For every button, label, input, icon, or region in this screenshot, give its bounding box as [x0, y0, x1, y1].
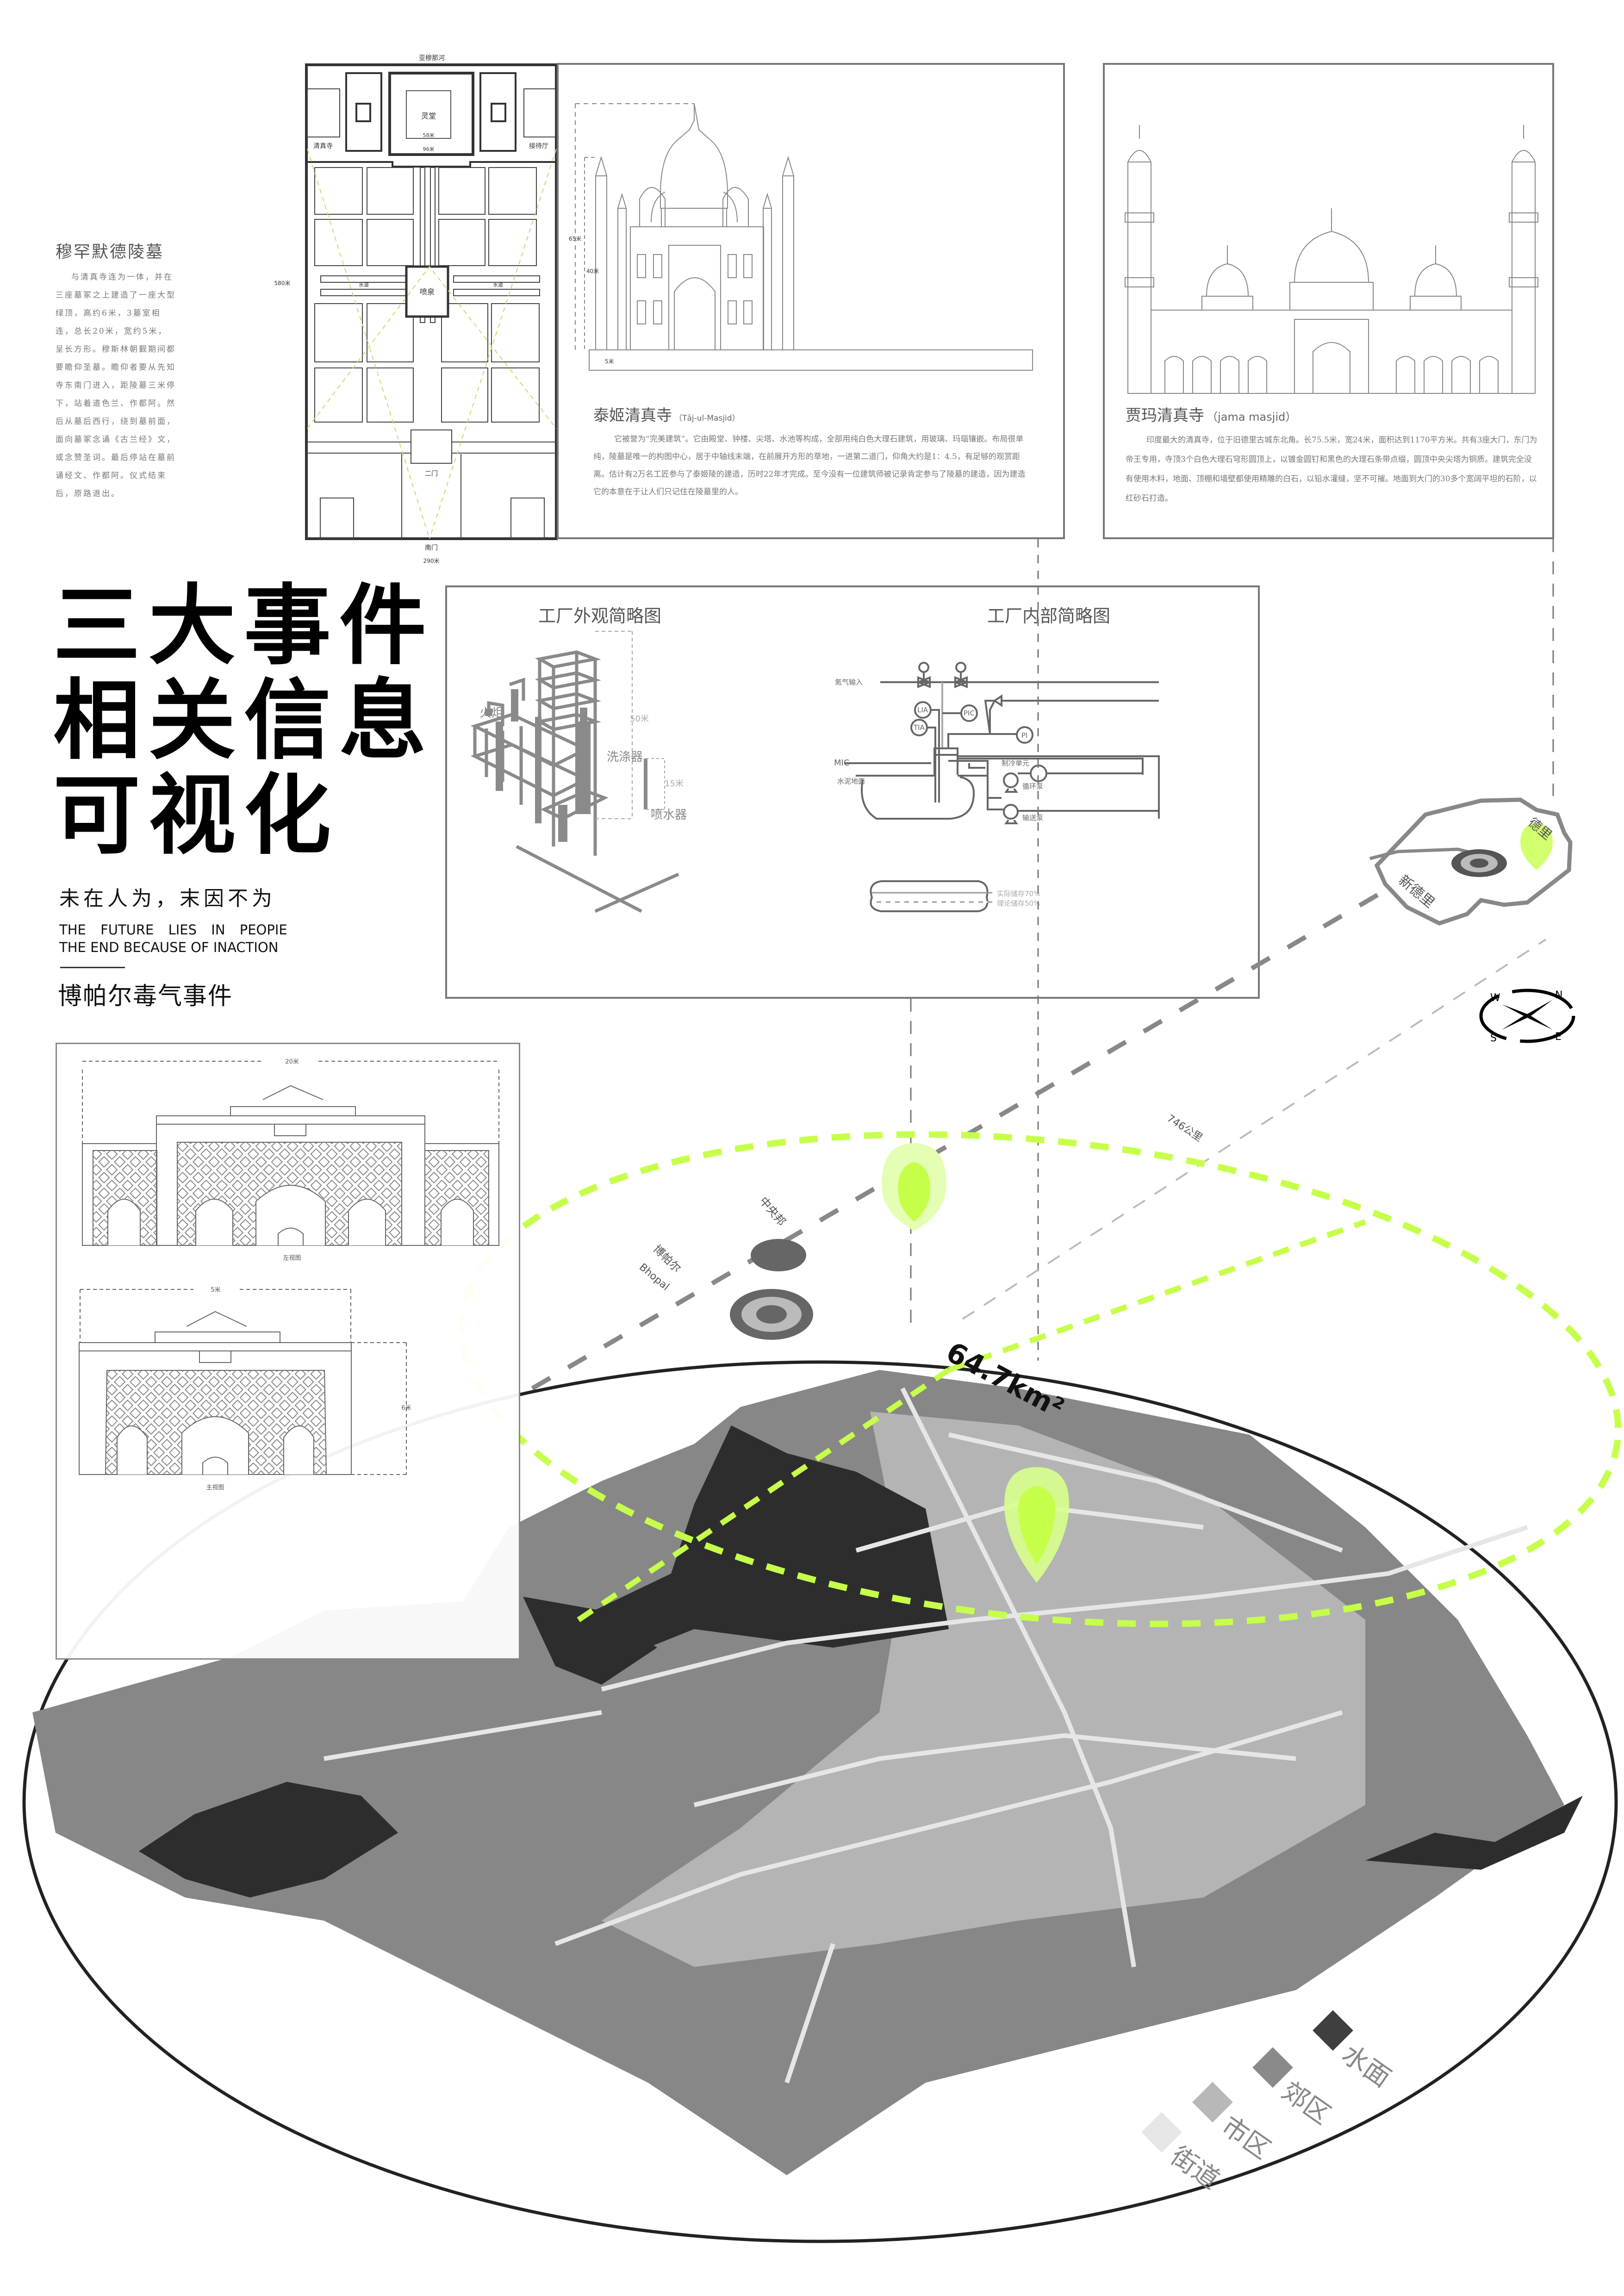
jama-subtitle: （jama masjid）: [1207, 411, 1297, 423]
sprinkler-height: 15米: [665, 779, 684, 789]
slogan-en-line-1: THE FUTURE LIES IN PEOPIE: [59, 922, 287, 938]
front-height-dim: 6米: [401, 1405, 411, 1412]
nitrogen-input-label: 氮气输入: [835, 678, 863, 686]
refrigeration-label: 制冷单元: [1002, 759, 1029, 767]
ground-label: 水泥地面: [837, 777, 865, 785]
transfer-pump-label: 输送泵: [1022, 814, 1043, 822]
taj-elevation-drawing: 65米 40米 5米: [569, 103, 1033, 371]
taj-heading: 泰姬清真寺 （Tāj-ul-Masjid）: [593, 403, 740, 425]
jama-body: 印度最大的清真寺，位于旧德里古城东北角。长75.5米，宽24米，面积达到1170…: [1126, 436, 1537, 503]
jama-elevation-drawing: [1125, 125, 1538, 394]
mausoleum-elevations: 20米 左视图 5米 6米 主视图: [79, 1058, 499, 1491]
second-gate-label: 二门: [425, 470, 438, 478]
site-plan-drawing: 亚穆那河 灵堂 58米 96米 清真寺 接待厅: [274, 55, 558, 564]
compass-n: N: [1555, 989, 1562, 1001]
event-title: 博帕尔毒气事件: [58, 983, 233, 1010]
compass-s: S: [1490, 1033, 1497, 1044]
actual-storage-label: 实际储存70%: [997, 890, 1040, 898]
route-bhopal-delhi: [531, 886, 1390, 1391]
central-state-marker: [751, 1239, 806, 1271]
map-pin-bhopal[interactable]: [1004, 1467, 1069, 1583]
circulation-pump-label: 循环泵: [1022, 782, 1043, 790]
compass-rose-icon: [1502, 1000, 1553, 1030]
central-state-label: 中央邦: [757, 1195, 788, 1228]
jama-panel: 贾玛清真寺 （jama masjid） 印度最大的清真寺，位于旧德里古城东北角。…: [1103, 63, 1554, 539]
mosque-label: 清真寺: [313, 143, 333, 150]
taj-subtitle: （Tāj-ul-Masjid）: [674, 414, 740, 423]
pi-label: PI: [1021, 731, 1027, 740]
hall-inner-dim: 58米: [423, 132, 435, 138]
front-width-dim: 5米: [211, 1287, 220, 1294]
compass: N E S W: [1479, 989, 1575, 1044]
taj-minaret-height: 40米: [586, 268, 599, 274]
factory-drawings: 工厂外观简略图 工厂内部简略图 火炬 洗涤器 喷水器 50米 15米: [470, 606, 1160, 913]
waterway-left-label: 水道: [359, 281, 369, 288]
map-pin-delhi: [1520, 824, 1553, 870]
mic-label: MIC: [834, 758, 849, 768]
exterior-title: 工厂外观简略图: [538, 606, 661, 626]
mausoleum-drawing-panel: 20米 左视图 5米 6米 主视图: [56, 1043, 520, 1660]
taj-total-height: 65米: [569, 236, 581, 242]
slogan-en: THE FUTURE LIES IN PEOPIE THE END BECAUS…: [59, 921, 287, 956]
slogan-cn: 未在人为，末因不为: [59, 887, 276, 910]
scrubber-label: 洗涤器: [607, 750, 643, 764]
factory-panel: 工厂外观简略图 工厂内部简略图 火炬 洗涤器 喷水器 50米 15米: [445, 585, 1260, 999]
side-width-dim: 20米: [285, 1058, 299, 1065]
waterway-right-label: 水道: [493, 281, 503, 288]
sprinkler-label: 喷水器: [651, 808, 687, 822]
taj-title: 泰姬清真寺: [593, 406, 672, 425]
reception-label: 接待厅: [529, 142, 548, 150]
width-dim: 290米: [423, 558, 440, 564]
headline-line-3: 可视化: [53, 765, 339, 866]
south-gate-label: 南门: [425, 544, 438, 552]
lower-lake: [523, 1597, 657, 1685]
delhi-inset: 新德里 德里: [1369, 797, 1573, 926]
taj-panel: 65米 40米 5米 泰姬清真寺 （Tāj-ul-Masjid） 它被誉为“完美…: [557, 63, 1065, 539]
compass-e: E: [1555, 1031, 1562, 1043]
pic-label: PIC: [964, 709, 975, 717]
hall-label: 灵堂: [421, 112, 436, 120]
site-plan-panel: 亚穆那河 灵堂 58米 96米 清真寺 接待厅: [274, 55, 559, 564]
radius-line: [577, 1219, 1367, 1622]
compass-w: W: [1490, 992, 1500, 1004]
height-dim: 580米: [274, 280, 291, 286]
upper-lake: [555, 1425, 949, 1666]
tia-label: TIA: [913, 723, 925, 732]
river-label: 亚穆那河: [419, 55, 445, 62]
jama-heading: 贾玛清真寺 （jama masjid）: [1126, 403, 1296, 425]
bhopal-marker: [730, 1289, 813, 1340]
torch-label: 火炬: [479, 706, 504, 720]
map-regions: [32, 1370, 1583, 2175]
taj-body: 它被誉为“完美建筑”。它由殿堂、钟楼、尖塔、水池等构成，全部用纯白色大理石建筑，…: [593, 435, 1026, 497]
hall-outer-dim: 96米: [423, 146, 435, 152]
streets: [324, 1387, 1528, 2084]
tower-height: 50米: [630, 714, 649, 724]
divider: [60, 967, 125, 968]
interior-title: 工厂内部简略图: [987, 606, 1110, 626]
slogan-en-line-2: THE END BECAUSE OF INACTION: [59, 940, 279, 955]
taj-base-height: 5米: [605, 358, 614, 365]
side-view-label: 左视图: [283, 1255, 301, 1262]
lia-label: LIA: [917, 706, 928, 714]
front-view-label: 主视图: [206, 1484, 224, 1491]
west-reservoir: [139, 1782, 398, 1898]
tomb-title: 穆罕默德陵墓: [56, 243, 164, 261]
tomb-body: 与清真寺连为一体，并在三座墓冢之上建造了一座大型绿顶，高约6米，3墓室相连，总长…: [56, 273, 176, 498]
city-region: [602, 1412, 1365, 1967]
jama-title: 贾玛清真寺: [1126, 406, 1204, 425]
headline: 三大事件 相关信息 可视化: [53, 579, 435, 863]
theoretical-storage-label: 理论储存50%: [997, 899, 1040, 908]
distance-label: 746公里: [1165, 1113, 1205, 1144]
headline-line-1: 三大事件: [53, 575, 435, 677]
headline-line-2: 相关信息: [53, 670, 435, 772]
east-reservoir: [1365, 1796, 1583, 1870]
map-pin-central-state[interactable]: [882, 1143, 946, 1231]
fountain-label: 喷泉: [420, 287, 435, 296]
